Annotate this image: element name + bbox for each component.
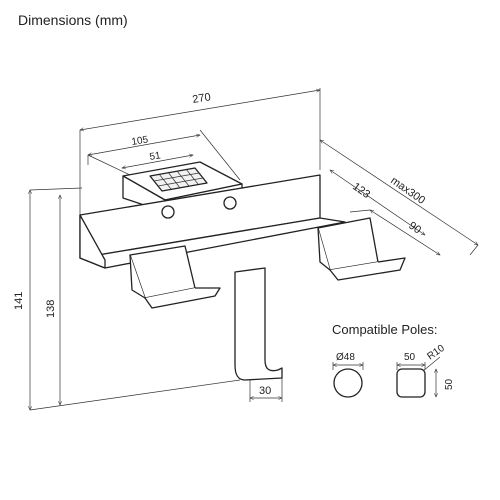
round-pole: Ø48	[333, 352, 363, 398]
left-hook	[129, 245, 221, 309]
dim-label-138: 138	[45, 300, 57, 318]
round-diameter-label: Ø48	[336, 352, 355, 363]
dim-depth-90: 90	[349, 209, 440, 255]
dim-width-105: 105	[88, 129, 241, 181]
right-hook	[317, 217, 406, 281]
dim-label-90: 90	[406, 220, 423, 237]
dim-label-123: 123	[350, 181, 372, 201]
dim-height-141: 141	[13, 187, 241, 410]
dim-width-270: 270	[80, 88, 320, 215]
square-width-label: 50	[404, 352, 416, 363]
dim-label-51: 51	[149, 150, 162, 163]
dim-width-51: 51	[122, 150, 193, 168]
dim-label-270: 270	[192, 91, 212, 106]
dim-height-138: 138	[45, 195, 60, 405]
diagram-title: Dimensions (mm)	[18, 12, 128, 28]
square-height-label: 50	[444, 378, 455, 390]
dim-clamp-30: 30	[250, 378, 282, 402]
center-clamp	[234, 267, 283, 381]
compatible-poles-label: Compatible Poles:	[332, 322, 438, 337]
dim-label-30: 30	[259, 385, 271, 397]
dim-label-max300: max300	[388, 175, 427, 207]
square-pole: 50 R10 50	[396, 343, 455, 398]
square-radius-label: R10	[425, 343, 447, 363]
dim-label-105: 105	[131, 134, 150, 148]
dim-label-141: 141	[13, 292, 25, 310]
